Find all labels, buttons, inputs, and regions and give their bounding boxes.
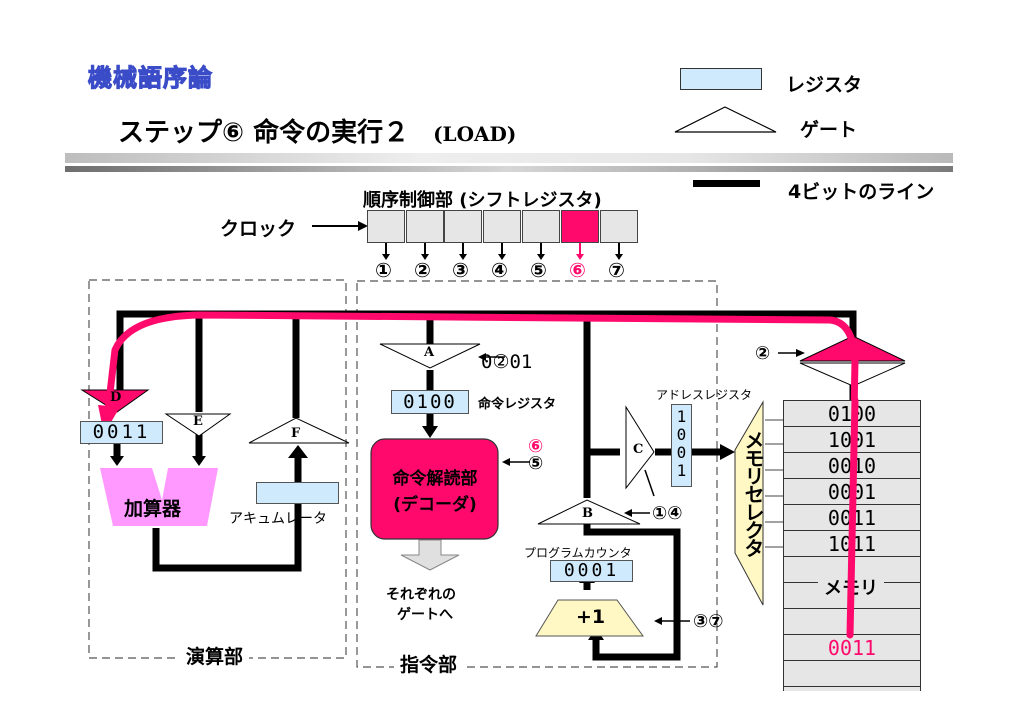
decoder-signal-active: ⑥: [528, 436, 544, 457]
gate-f-label: F: [291, 426, 301, 441]
adder-label: 加算器: [124, 498, 182, 520]
memory-cell-blank-4: [784, 661, 920, 687]
legend-line-label: 4ビットのライン: [788, 181, 935, 203]
gate-g-upper: [799, 335, 906, 362]
clock-label: クロック: [220, 218, 297, 240]
course-title: 機械語序論: [88, 64, 213, 93]
decoder-signal: ⑤: [528, 453, 544, 474]
step-number-3: ③: [452, 258, 469, 282]
step-number-7: ⑦: [608, 258, 625, 282]
gate-e-label: E: [193, 414, 203, 429]
shift-cell-3: [444, 210, 482, 243]
shift-cell-4: [483, 210, 521, 243]
legend-gate-label: ゲート: [800, 119, 858, 141]
header-separator-bottom: [65, 166, 953, 172]
step-number-4: ④: [491, 258, 508, 282]
arrow-d-to-adder: [110, 456, 124, 466]
gate-d-label: D: [110, 390, 122, 405]
legend-gate-icon: [674, 106, 777, 133]
decoder-box: [370, 438, 499, 540]
memory-cell-4: 0001: [784, 479, 920, 505]
memory-cell-1: 0100: [784, 401, 920, 427]
gate-g-signal: ②: [755, 343, 771, 364]
decoder-output-label-line2: ゲートへ: [397, 607, 453, 623]
shift-cell-6-active: [561, 210, 599, 243]
gate-a-label: A: [424, 345, 435, 360]
step-number-1: ①: [375, 258, 392, 282]
arrow-to-selector: [720, 444, 735, 460]
arrow-loop-to-inc: [588, 628, 604, 640]
gate-b-label: B: [582, 506, 593, 521]
memory-selector-label: メモリセレクタ: [741, 430, 765, 556]
accumulator-label: アキュムレータ: [229, 511, 327, 527]
step-title-sub: (LOAD): [433, 122, 517, 146]
program-counter-register: 0001: [550, 560, 633, 582]
legend-register-label: レジスタ: [786, 74, 863, 96]
step-title-main: ステップ⑥ 命令の実行２: [118, 118, 410, 148]
decoder-output-arrow: [400, 539, 460, 571]
address-register-label: アドレスレジスタ: [656, 388, 753, 402]
arrow-ir-to-decoder: [422, 426, 438, 438]
step-number-5: ⑤: [530, 258, 547, 282]
memory-cell-blank-3: [784, 609, 920, 635]
alu-section-label: 演算部: [180, 642, 250, 669]
register-d: 0011: [80, 421, 163, 444]
command-section-label: 指令部: [394, 650, 464, 677]
memory-cell-3: 0010: [784, 453, 920, 479]
decoder-label-line2: (デコーダ): [393, 495, 477, 515]
step-number-6-active: ⑥: [569, 258, 586, 282]
alu-section-box: [88, 279, 347, 659]
step-title: ステップ⑥ 命令の実行２ (LOAD): [118, 112, 516, 149]
legend-line-icon: [693, 180, 760, 187]
arrow-acc-to-f: [288, 445, 308, 458]
decoder-label-line1: 命令解読部: [392, 469, 478, 489]
gate-g-lower: [799, 362, 906, 387]
memory-label: メモリ: [818, 574, 884, 600]
gate-c-label: C: [633, 442, 644, 457]
step-number-2: ②: [414, 258, 431, 282]
legend-register-swatch: [680, 68, 762, 90]
address-register: 1001: [671, 404, 692, 487]
shift-cell-7: [600, 210, 638, 243]
header-separator-top: [65, 153, 953, 163]
shift-cell-1: [367, 210, 405, 243]
arrow-e-to-adder: [192, 456, 206, 466]
gate-a-signal: 0②01: [481, 351, 533, 373]
instruction-register: 0100: [391, 390, 469, 414]
memory-cell-6: 1011: [784, 531, 920, 557]
incrementer-label: +1: [576, 606, 606, 628]
shift-register: [367, 210, 639, 243]
incrementer-signal: ③⑦: [693, 611, 724, 632]
instruction-register-label: 命令レジスタ: [478, 397, 557, 412]
memory-cell-selected: 0011: [784, 635, 920, 661]
address-register-value: 1001: [672, 407, 691, 479]
sequencer-title: 順序制御部 (シフトレジスタ): [363, 190, 602, 211]
memory-array: 0100 1001 0010 0001 0011 1011 0011: [783, 400, 921, 691]
shift-cell-5: [522, 210, 560, 243]
decoder-output-label-line1: それぞれの: [386, 587, 456, 603]
memory-cell-2: 1001: [784, 427, 920, 453]
gate-b-signal: ①④: [652, 503, 683, 524]
accumulator-register: [256, 482, 339, 504]
shift-cell-2: [406, 210, 444, 243]
program-counter-label: プログラムカウンタ: [524, 546, 632, 560]
memory-cell-5: 0011: [784, 505, 920, 531]
